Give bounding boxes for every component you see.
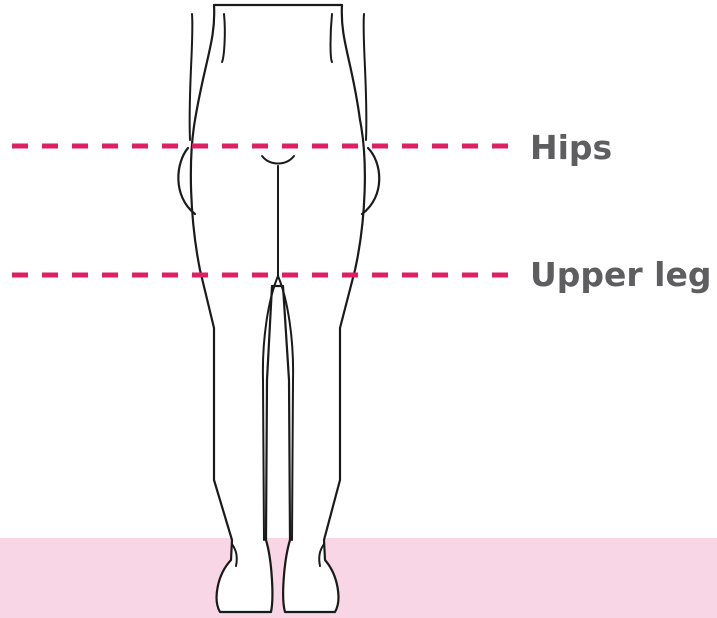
left-arm-inner (190, 14, 193, 140)
right-arm-inner (364, 14, 367, 140)
body-silhouette (191, 5, 365, 612)
hips-label: Hips (530, 131, 612, 164)
upper-leg-label: Upper leg (530, 258, 712, 291)
